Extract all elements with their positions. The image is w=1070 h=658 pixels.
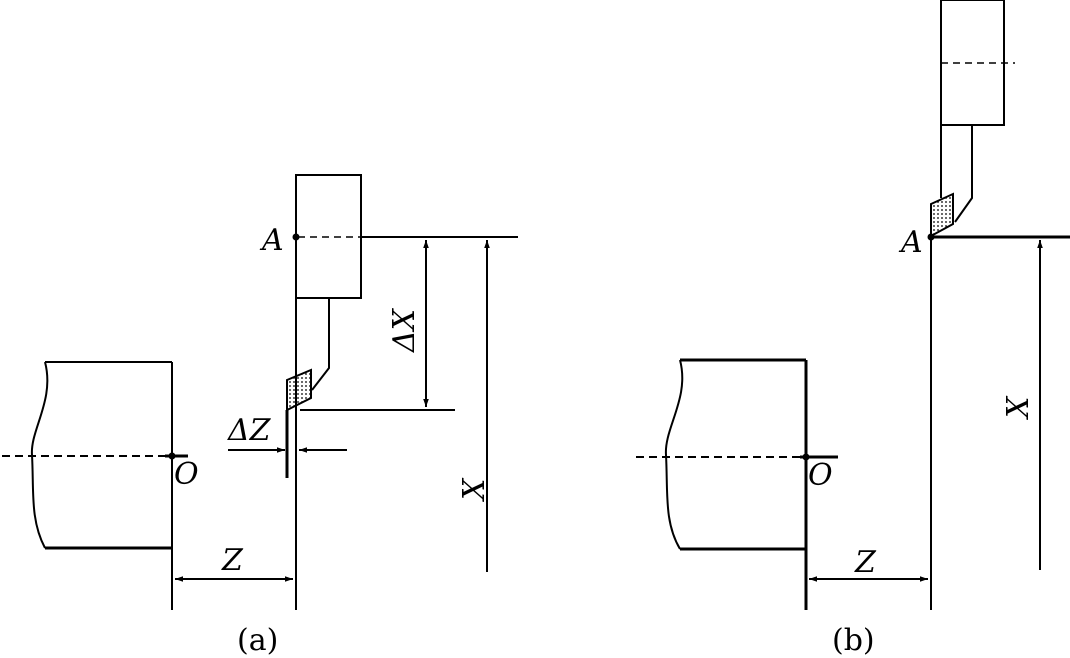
caption-b: (b) bbox=[832, 623, 875, 658]
panel-b: O A X Z (b) bbox=[636, 0, 1070, 658]
origin-point-b bbox=[802, 453, 810, 461]
tool-insert-a bbox=[286, 368, 312, 412]
point-a-label: A bbox=[259, 223, 284, 258]
origin-label-b: O bbox=[808, 458, 833, 493]
x-label-b: X bbox=[1001, 395, 1036, 420]
origin-label-a: O bbox=[174, 457, 199, 492]
z-label-a: Z bbox=[221, 543, 244, 578]
workpiece-a bbox=[30, 361, 173, 610]
origin-point-a bbox=[168, 452, 176, 460]
caption-a: (a) bbox=[237, 623, 278, 658]
workpiece-b bbox=[664, 358, 808, 610]
delta-x-label: ΔX bbox=[387, 307, 422, 353]
z-label-b: Z bbox=[854, 545, 877, 580]
tool-holder-b bbox=[930, 0, 1015, 238]
panel-a: O A ΔX X ΔZ Z (a) bbox=[2, 174, 518, 658]
point-a-marker bbox=[292, 233, 300, 241]
x-label-a: X bbox=[457, 477, 492, 502]
point-a-label-b: A bbox=[898, 225, 923, 260]
tool-insert-b bbox=[930, 192, 954, 238]
tool-holder-a bbox=[285, 174, 362, 478]
delta-z-label: ΔZ bbox=[227, 413, 272, 448]
